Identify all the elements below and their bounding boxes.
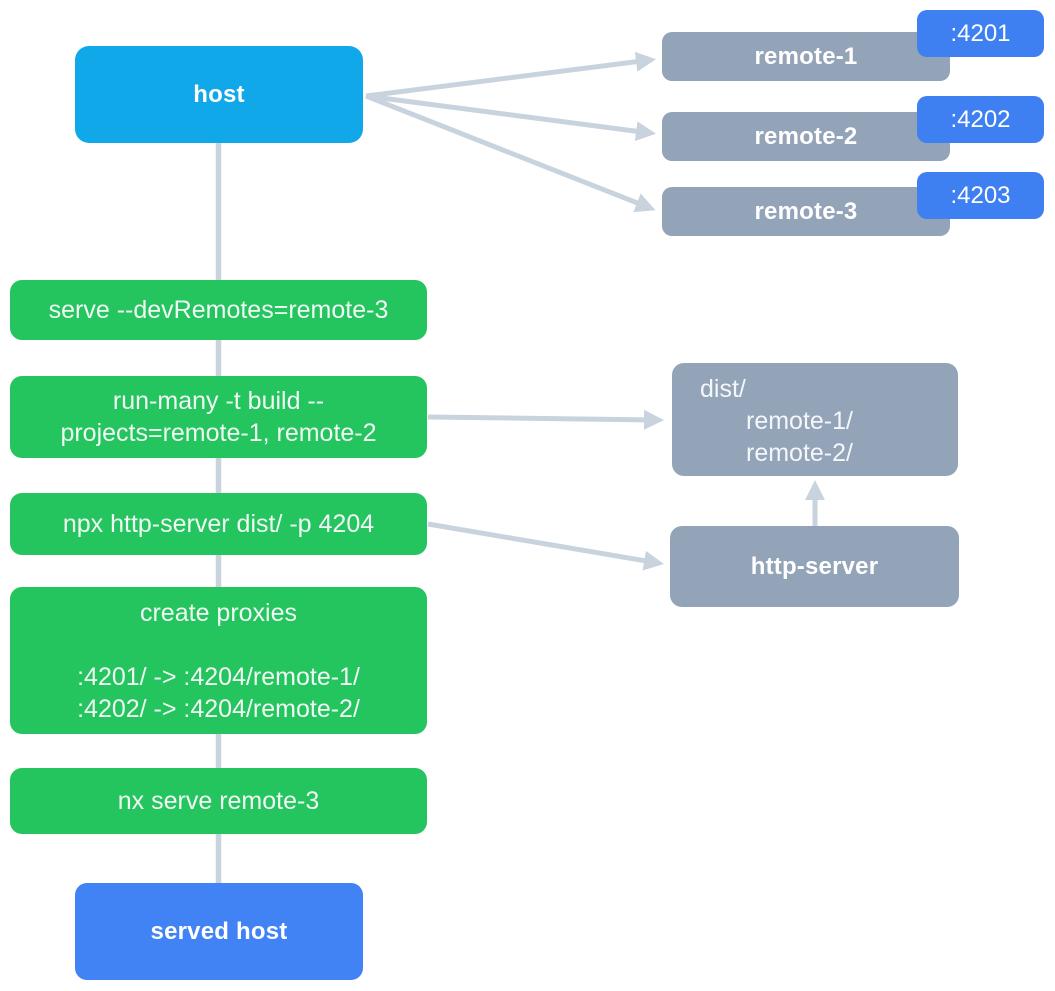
- remote-2-label: remote-2: [754, 122, 858, 150]
- dist-child-remote-1: remote-1/: [746, 407, 853, 435]
- port-badge-4202: :4202: [917, 96, 1044, 143]
- dist-root-label: dist/: [700, 375, 746, 403]
- served-host-label: served host: [150, 917, 288, 945]
- command-serve-box: serve --devRemotes=remote-3: [10, 280, 427, 340]
- arrow-host-remote-2: [365, 93, 656, 142]
- remote-3-label: remote-3: [754, 197, 858, 225]
- command-run-many-line-2: projects=remote-1, remote-2: [60, 419, 377, 447]
- proxy-rule-1: :4201/ -> :4204/remote-1/: [77, 662, 360, 691]
- dist-box: dist/ remote-1/ remote-2/: [672, 363, 958, 476]
- host-label: host: [193, 80, 245, 108]
- served-host-box: served host: [75, 883, 363, 980]
- arrow-runmany-dist: [427, 409, 664, 430]
- arrow-host-remote-3: [365, 93, 656, 213]
- port-badge-4203: :4203: [917, 172, 1044, 219]
- remote-2-box: remote-2: [662, 112, 950, 161]
- dist-child-remote-2: remote-2/: [746, 439, 853, 467]
- http-server-box: http-server: [670, 526, 959, 607]
- arrow-host-remote-1: [365, 51, 656, 99]
- arrow-npx-httpserver: [427, 521, 664, 571]
- remote-1-label: remote-1: [754, 42, 858, 70]
- port-4203-label: :4203: [950, 181, 1011, 209]
- host-box: host: [75, 46, 363, 143]
- command-nx-serve-text: nx serve remote-3: [117, 787, 320, 815]
- create-proxies-title: create proxies: [139, 598, 298, 627]
- port-4202-label: :4202: [950, 105, 1011, 133]
- remote-1-box: remote-1: [662, 32, 950, 81]
- command-create-proxies-box: create proxies :4201/ -> :4204/remote-1/…: [10, 587, 427, 734]
- port-4201-label: :4201: [950, 19, 1011, 47]
- remote-3-box: remote-3: [662, 187, 950, 236]
- proxy-rule-2: :4202/ -> :4204/remote-2/: [77, 694, 360, 723]
- command-http-server-text: npx http-server dist/ -p 4204: [62, 510, 375, 538]
- port-badge-4201: :4201: [917, 10, 1044, 57]
- command-run-many-line-1: run-many -t build --: [112, 387, 325, 415]
- command-nx-serve-box: nx serve remote-3: [10, 768, 427, 834]
- http-server-label: http-server: [750, 552, 879, 580]
- command-http-server-box: npx http-server dist/ -p 4204: [10, 493, 427, 555]
- command-serve-text: serve --devRemotes=remote-3: [48, 296, 389, 324]
- command-run-many-box: run-many -t build -- projects=remote-1, …: [10, 376, 427, 458]
